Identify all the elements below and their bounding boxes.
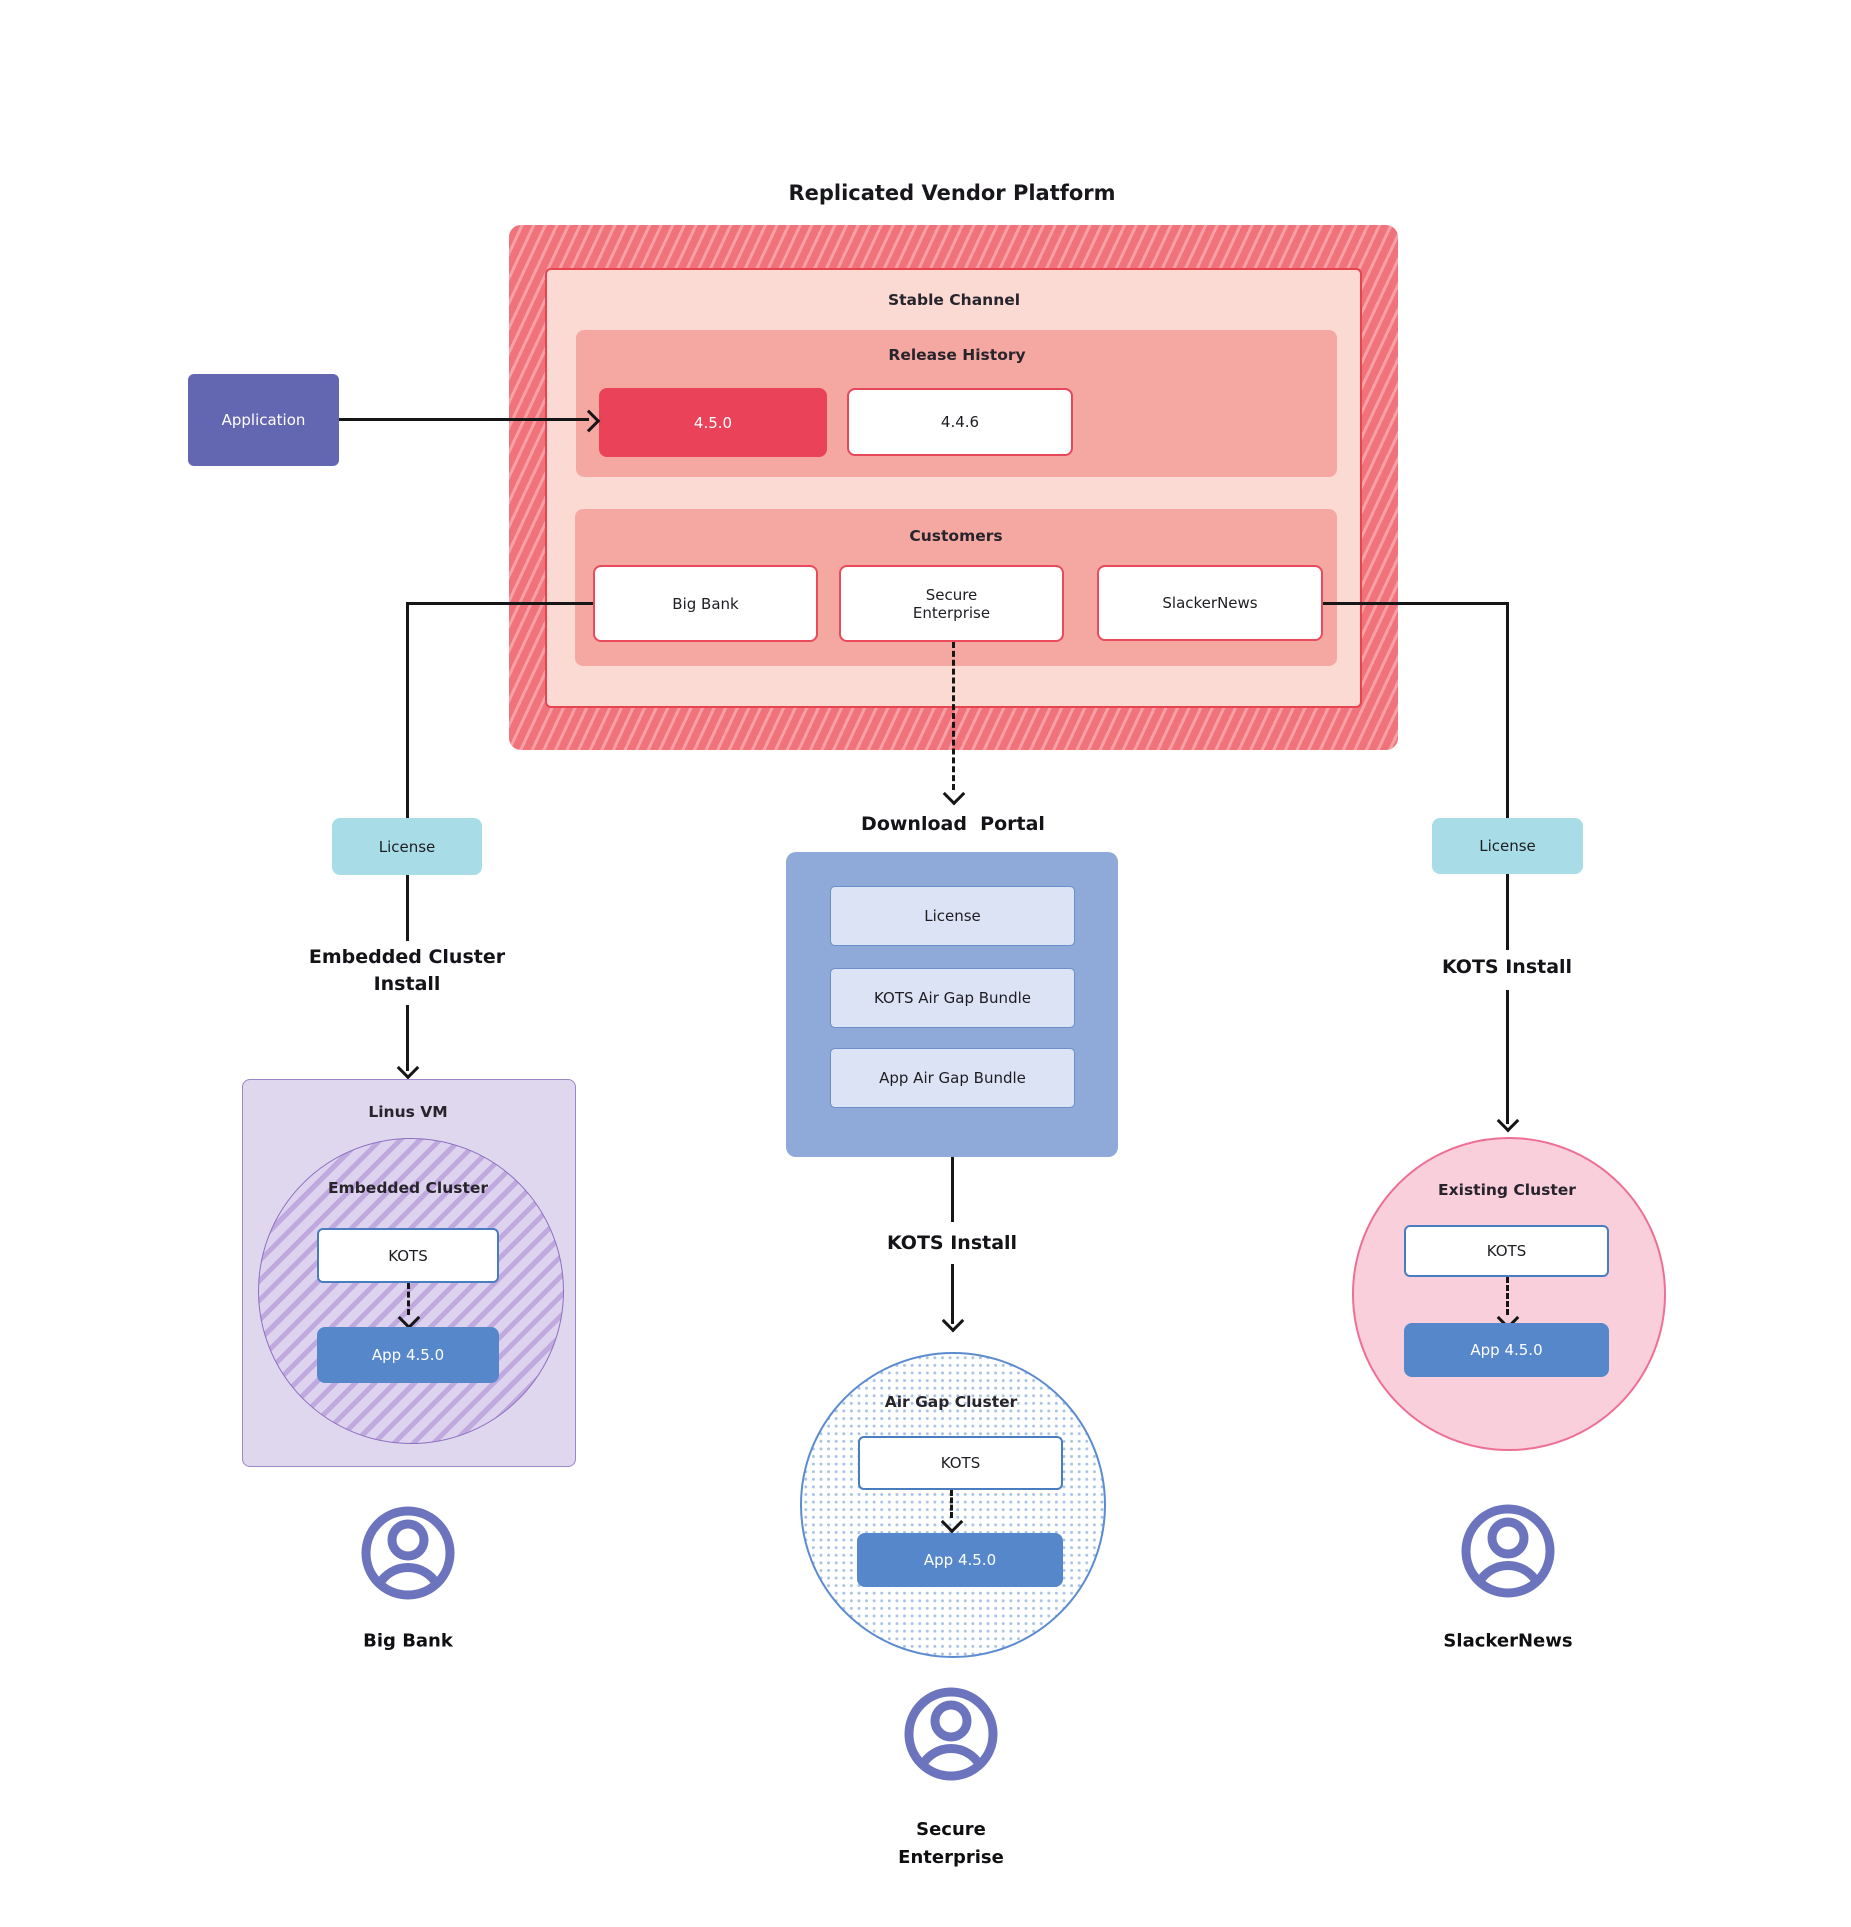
embedded-app-label: App 4.5.0 bbox=[371, 1346, 445, 1364]
embedded-kots-box: KOTS bbox=[317, 1228, 499, 1283]
portal-install-line bbox=[950, 1157, 954, 1222]
customer-slackernews-box: SlackerNews bbox=[1097, 565, 1323, 641]
customer-slackernews-label: SlackerNews bbox=[1162, 594, 1258, 612]
airgap-app-label: App 4.5.0 bbox=[923, 1551, 997, 1569]
customer-bigbank-label: Big Bank bbox=[672, 594, 739, 613]
bigbank-license-vline bbox=[405, 602, 409, 818]
portal-app-bundle-label: App Air Gap Bundle bbox=[879, 1069, 1026, 1087]
secure-portal-arrowhead-icon bbox=[942, 782, 966, 806]
right-license-label: License bbox=[1479, 837, 1536, 855]
airgap-app-box: App 4.5.0 bbox=[857, 1533, 1063, 1587]
existing-app-box: App 4.5.0 bbox=[1404, 1323, 1609, 1377]
airgap-kots-box: KOTS bbox=[858, 1436, 1063, 1490]
right-install-arrowhead-icon bbox=[1496, 1109, 1520, 1133]
release-446-box: 4.4.6 bbox=[847, 388, 1073, 456]
right-license-box: License bbox=[1432, 818, 1583, 874]
right-kots-install-label: KOTS Install bbox=[1441, 956, 1573, 978]
embedded-cluster-label: Embedded Cluster bbox=[327, 1179, 489, 1197]
slackernews-user-label: SlackerNews bbox=[1443, 1630, 1573, 1652]
portal-kots-bundle-box: KOTS Air Gap Bundle bbox=[830, 968, 1075, 1028]
portal-kots-bundle-label: KOTS Air Gap Bundle bbox=[874, 989, 1031, 1007]
portal-license-label: License bbox=[924, 907, 981, 925]
slackernews-license-hline bbox=[1323, 602, 1507, 605]
secure-user-icon bbox=[904, 1687, 998, 1781]
download-portal-label: Download Portal bbox=[861, 813, 1045, 835]
existing-cluster-label: Existing Cluster bbox=[1438, 1181, 1576, 1199]
customer-bigbank-box: Big Bank bbox=[593, 565, 818, 642]
portal-license-box: License bbox=[830, 886, 1075, 946]
linus-vm-label: Linus VM bbox=[368, 1103, 448, 1121]
right-license-install-line bbox=[1505, 874, 1509, 950]
middle-install-arrowhead-icon bbox=[941, 1309, 965, 1333]
stable-channel-label: Stable Channel bbox=[887, 291, 1021, 309]
existing-kots-label: KOTS bbox=[1486, 1242, 1527, 1260]
release-history-label: Release History bbox=[888, 346, 1026, 364]
embedded-kots-label: KOTS bbox=[388, 1246, 428, 1265]
existing-cluster-circle bbox=[1352, 1137, 1666, 1451]
bigbank-license-hline bbox=[407, 602, 593, 605]
customer-secure-box: Secure Enterprise bbox=[839, 565, 1064, 642]
embedded-app-box: App 4.5.0 bbox=[317, 1327, 499, 1383]
middle-install-arrow-line bbox=[950, 1264, 954, 1324]
application-release-line bbox=[339, 417, 589, 421]
secure-portal-dashed-line bbox=[951, 642, 955, 790]
customers-label: Customers bbox=[909, 527, 1003, 545]
customer-secure-label: Secure Enterprise bbox=[912, 585, 991, 622]
slackernews-user-icon bbox=[1461, 1504, 1555, 1598]
secure-user-label: Secure Enterprise bbox=[898, 1819, 1004, 1868]
left-install-arrowhead-icon bbox=[396, 1056, 420, 1080]
release-450-label: 4.5.0 bbox=[693, 413, 733, 432]
existing-kots-app-dashed-line bbox=[1505, 1277, 1509, 1315]
existing-app-label: App 4.5.0 bbox=[1470, 1341, 1543, 1359]
bigbank-user-icon bbox=[361, 1506, 455, 1600]
airgap-cluster-circle bbox=[800, 1352, 1106, 1658]
page-title: Replicated Vendor Platform bbox=[788, 181, 1116, 205]
right-install-arrow-line bbox=[1505, 990, 1509, 1124]
bigbank-user-label: Big Bank bbox=[363, 1630, 453, 1652]
portal-app-bundle-box: App Air Gap Bundle bbox=[830, 1048, 1075, 1108]
left-license-box: License bbox=[332, 818, 482, 875]
left-install-arrow-line bbox=[405, 1005, 409, 1071]
airgap-kots-app-dashed-line bbox=[949, 1490, 953, 1518]
left-license-install-line bbox=[405, 875, 409, 941]
left-license-label: License bbox=[378, 837, 436, 856]
release-450-box: 4.5.0 bbox=[599, 388, 827, 457]
application-label: Application bbox=[221, 411, 306, 429]
embedded-cluster-install-label: Embedded Cluster Install bbox=[308, 945, 506, 995]
embedded-kots-app-dashed-line bbox=[406, 1283, 410, 1315]
release-446-label: 4.4.6 bbox=[940, 413, 980, 431]
middle-kots-install-label: KOTS Install bbox=[886, 1232, 1018, 1254]
existing-kots-box: KOTS bbox=[1404, 1225, 1609, 1277]
airgap-cluster-label: Air Gap Cluster bbox=[884, 1393, 1018, 1411]
application-box: Application bbox=[188, 374, 339, 466]
embedded-cluster-circle bbox=[258, 1138, 564, 1444]
slackernews-license-vline bbox=[1505, 602, 1509, 818]
airgap-kots-label: KOTS bbox=[940, 1454, 981, 1472]
